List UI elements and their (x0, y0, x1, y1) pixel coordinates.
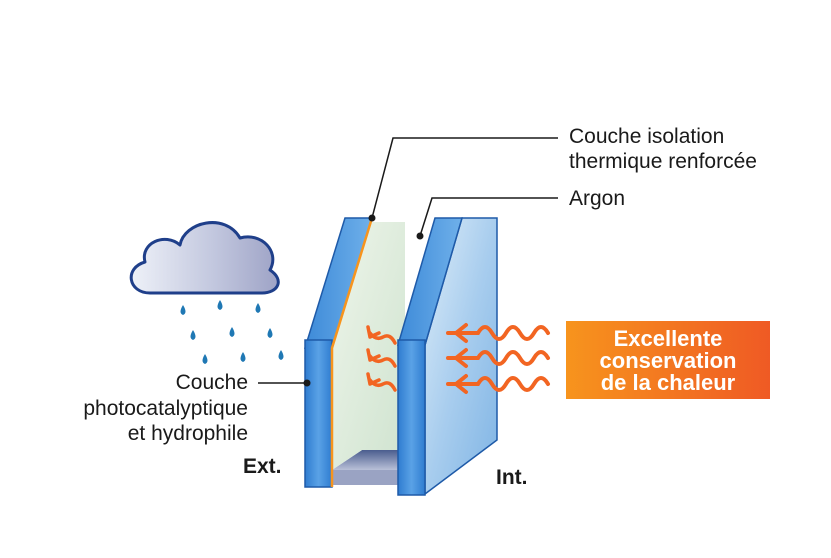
glazing-unit (303, 217, 498, 496)
curved-arrow-icon (366, 348, 397, 368)
inner-pane-front (397, 339, 426, 496)
callout-line-2: conservation (600, 348, 737, 373)
raindrop-icon (278, 350, 284, 360)
label-interior: Int. (496, 466, 528, 489)
label-insulation-line-2: thermique renforcée (569, 150, 757, 173)
leader-dot (416, 232, 424, 240)
callout-line-3: de la chaleur (601, 370, 736, 395)
wavy-arrow-icon (446, 348, 550, 368)
curved-arrow-icon (366, 325, 397, 345)
leader-lines (258, 137, 558, 384)
reflected-heat-arrows (366, 325, 397, 392)
raindrop-icon (229, 327, 235, 337)
label-insulation-line-1: Couche isolation (569, 125, 724, 148)
leader-argon (419, 197, 558, 237)
leader-dot (368, 214, 376, 222)
heat-callout-box (566, 321, 770, 399)
wavy-arrow-icon (446, 323, 550, 343)
raindrop-icon (202, 354, 208, 364)
thermal-coating-layer (330, 217, 374, 487)
leader-insulation (371, 137, 558, 219)
spacer-front (332, 470, 400, 485)
raindrop-icon (240, 352, 246, 362)
raindrop-icon (267, 328, 273, 338)
cloud-icon (129, 221, 280, 295)
leader-dot (303, 379, 311, 387)
label-exterior: Ext. (243, 455, 282, 478)
wavy-arrow-icon (446, 374, 550, 394)
raindrop-icon (180, 305, 186, 315)
callout-line-1: Excellente (614, 326, 723, 351)
outer-pane-front (304, 339, 333, 488)
label-coating-line-3: et hydrophile (128, 422, 248, 445)
raindrop-icon (217, 300, 223, 310)
spacer-bottom (332, 450, 405, 470)
leader-dots (303, 214, 424, 387)
label-argon: Argon (569, 187, 625, 210)
label-coating-line-2: photocatalyptique (83, 397, 248, 420)
label-coating-line-1: Couche (176, 371, 248, 394)
raindrop-icon (255, 303, 261, 313)
rain-icon (180, 300, 284, 364)
raindrop-icon (190, 330, 196, 340)
curved-arrow-icon (366, 372, 397, 392)
heat-wave-arrows (446, 323, 550, 394)
